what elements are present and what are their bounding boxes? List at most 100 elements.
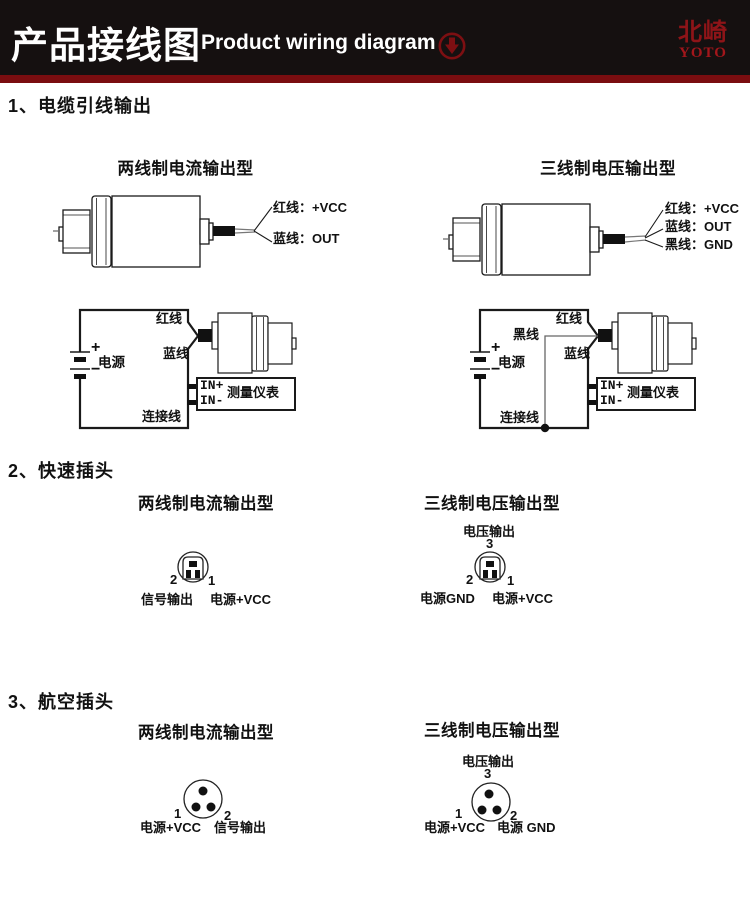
connector-pin-3 bbox=[486, 561, 494, 567]
connector-circle bbox=[183, 779, 223, 819]
circuit-label-blue-wire: 蓝线 bbox=[163, 346, 190, 361]
pin1-function-label: 电源+VCC bbox=[492, 591, 554, 606]
sensor-port bbox=[667, 322, 693, 365]
black-wire bbox=[544, 335, 598, 428]
wire-label-black-gnd: 黑线：GND bbox=[665, 237, 733, 252]
section3-heading: 3、航空插头 bbox=[8, 692, 115, 712]
sensor-port bbox=[62, 209, 91, 254]
pin-number-2: 2 bbox=[224, 808, 232, 823]
connector-pin-2 bbox=[492, 805, 502, 815]
connector-pin-2 bbox=[483, 570, 488, 578]
connector-circle bbox=[177, 551, 209, 583]
connector-pin-1 bbox=[492, 570, 497, 578]
meter-label: 测量仪表 bbox=[227, 385, 280, 400]
connector-circle bbox=[471, 782, 511, 822]
header-bar: 产品接线图 Product wiring diagram 北崎 YOTO bbox=[0, 0, 750, 75]
sensor-diagram-three-wire bbox=[443, 203, 664, 276]
connector-circle bbox=[474, 551, 506, 583]
aviation-plug-connector-three-wire bbox=[471, 782, 511, 822]
connector-pin-top bbox=[198, 786, 208, 796]
in-minus-label: IN- bbox=[600, 393, 624, 408]
circuit-label-blue-wire: 蓝线 bbox=[564, 346, 591, 361]
circuit-label-connect-wire: 连接线 bbox=[142, 409, 182, 424]
connector-pin-1 bbox=[195, 570, 200, 578]
battery-plus-label: + bbox=[491, 339, 501, 356]
sensor-hex-nut bbox=[251, 315, 269, 372]
pin2-function-label: 信号输出 bbox=[214, 820, 267, 835]
sensor-port bbox=[452, 217, 481, 262]
page-title: 产品接线图 bbox=[11, 25, 201, 66]
sensor-collar bbox=[589, 226, 600, 253]
in-plus-label: IN+ bbox=[600, 378, 624, 393]
circuit-label-red-wire: 红线 bbox=[156, 311, 183, 326]
pin2-function-label: 电源GND bbox=[420, 591, 475, 606]
pin3-function-label: 电压输出 bbox=[462, 754, 515, 769]
terminal-stub-in-plus bbox=[587, 384, 597, 389]
terminal-stub-in-minus bbox=[187, 400, 197, 405]
pin-number-1: 1 bbox=[507, 573, 515, 588]
wire-label-blue-out: 蓝线：OUT bbox=[665, 219, 732, 234]
section1-right-subtitle: 三线制电压输出型 bbox=[540, 160, 676, 178]
wire-label-red-vcc: 红线：+VCC bbox=[665, 201, 740, 216]
pin-number-2: 2 bbox=[466, 572, 474, 587]
sensor-hex-nut bbox=[481, 203, 502, 276]
connector-pin-1 bbox=[477, 805, 487, 815]
connector-pin-2 bbox=[206, 802, 216, 812]
quick-plug-connector-two-wire bbox=[177, 551, 209, 583]
circuit-sensor bbox=[198, 312, 297, 374]
section2-left-subtitle: 两线制电流输出型 bbox=[138, 495, 274, 513]
pin-number-2: 2 bbox=[510, 808, 518, 823]
circuit-label-black-wire: 黑线 bbox=[513, 327, 540, 342]
in-minus-label: IN- bbox=[200, 393, 224, 408]
pin-number-3: 3 bbox=[486, 536, 494, 551]
battery-symbol bbox=[470, 351, 490, 379]
battery-symbol bbox=[70, 351, 90, 379]
section2-heading: 2、快速插头 bbox=[8, 461, 115, 481]
brand-name-en: YOTO bbox=[679, 45, 727, 61]
wire-label-red-vcc: 红线：+VCC bbox=[273, 200, 348, 215]
wire-label-blue-out: 蓝线：OUT bbox=[273, 231, 340, 246]
sensor-cable bbox=[603, 234, 625, 244]
section2-right-subtitle: 三线制电压输出型 bbox=[424, 495, 560, 513]
connector-pin-3 bbox=[484, 789, 494, 799]
section3-left-subtitle: 两线制电流输出型 bbox=[138, 724, 274, 742]
pin-number-1: 1 bbox=[455, 806, 463, 821]
terminal-stub-in-minus bbox=[587, 400, 597, 405]
pin1-function-label: 电源+VCC bbox=[210, 592, 272, 607]
pin3-function-label: 电压输出 bbox=[463, 524, 516, 539]
power-supply-label: 电源 bbox=[98, 355, 125, 370]
power-supply-label: 电源 bbox=[498, 355, 525, 370]
circuit-label-red-wire: 红线 bbox=[556, 311, 583, 326]
circuit-diagram-three-wire bbox=[470, 308, 697, 433]
sensor-port bbox=[267, 322, 293, 365]
section3-right-subtitle: 三线制电压输出型 bbox=[424, 722, 560, 740]
connector-pin-2 bbox=[186, 570, 191, 578]
circuit-diagram-two-wire bbox=[70, 308, 297, 430]
aviation-plug-connector-two-wire bbox=[183, 779, 223, 819]
meter-label: 测量仪表 bbox=[627, 385, 680, 400]
connector-pin-top bbox=[189, 561, 197, 567]
sensor-collar bbox=[199, 218, 210, 245]
in-plus-label: IN+ bbox=[200, 378, 224, 393]
sensor-hex-nut bbox=[91, 195, 112, 268]
battery-minus-label: − bbox=[491, 361, 501, 378]
battery-plus-label: + bbox=[91, 339, 101, 356]
sensor-body bbox=[111, 195, 201, 268]
circuit-sensor bbox=[598, 312, 697, 374]
pin1-function-label: 电源+VCC bbox=[424, 820, 486, 835]
pin-number-1: 1 bbox=[174, 806, 182, 821]
pin2-function-label: 信号输出 bbox=[141, 592, 194, 607]
brand-logo: 北崎 YOTO bbox=[678, 21, 728, 62]
circle-down-arrow-icon bbox=[438, 32, 466, 60]
pin1-function-label: 电源+VCC bbox=[140, 820, 202, 835]
pin-number-1: 1 bbox=[208, 573, 216, 588]
section1-heading: 1、电缆引线输出 bbox=[8, 96, 153, 116]
brand-name-cn: 北崎 bbox=[678, 19, 728, 46]
section1-left-subtitle: 两线制电流输出型 bbox=[117, 160, 254, 178]
page-title-en: Product wiring diagram bbox=[201, 31, 436, 54]
meter-box bbox=[196, 377, 296, 411]
sensor-body bbox=[617, 312, 653, 374]
sensor-hex-nut bbox=[651, 315, 669, 372]
connector-pin-1 bbox=[191, 802, 201, 812]
